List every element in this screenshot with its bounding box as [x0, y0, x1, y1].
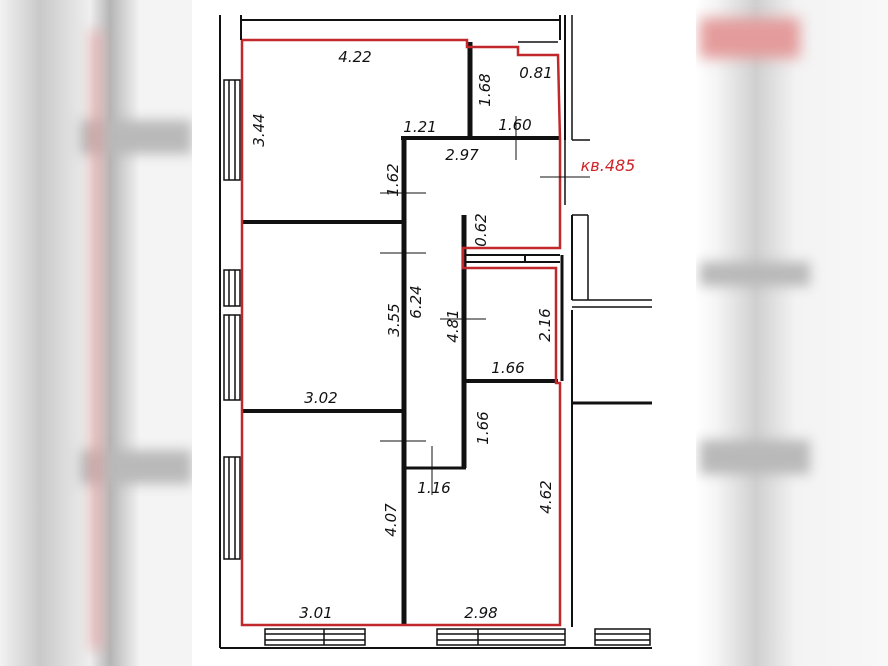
dim-bottom-right-height: 4.62	[537, 480, 555, 513]
dim-corridor-inner: 4.81	[444, 309, 462, 342]
dim-bath-top-height: 1.68	[476, 73, 494, 106]
dim-bottom-right-width: 2.98	[464, 604, 497, 622]
dim-mid-room-width: 3.02	[304, 389, 337, 407]
dim-bath-width: 1.66	[491, 359, 524, 377]
window-left-1	[223, 79, 241, 181]
exterior-walls	[219, 15, 652, 649]
dim-top-room-height: 3.44	[250, 113, 268, 146]
window-bottom-2	[436, 628, 566, 646]
blurred-background-right	[696, 0, 888, 666]
dim-bottom-left-height: 4.07	[382, 503, 400, 537]
dim-bath-height: 2.16	[536, 308, 554, 341]
blurred-wall	[700, 440, 810, 474]
floor-plan-sheet	[192, 0, 696, 666]
dim-corridor-lower: 1.66	[474, 411, 492, 444]
blurred-wall	[700, 262, 810, 286]
dim-top-room-step: 1.21	[403, 118, 436, 136]
window-bottom-1	[264, 628, 366, 646]
window-bottom-3	[594, 628, 651, 646]
dim-corridor-end-width: 1.16	[417, 479, 450, 497]
dim-hall-left-height: 1.62	[384, 163, 402, 196]
blurred-outline	[92, 30, 100, 650]
windows	[223, 79, 651, 646]
window-left-3	[223, 314, 241, 401]
apartment-number-label: кв.485	[581, 156, 636, 175]
interior-walls	[243, 41, 564, 626]
blurred-apartment-label	[700, 18, 800, 58]
window-left-2	[223, 269, 241, 307]
dim-corridor-length: 6.24	[407, 285, 425, 318]
dim-hall-width: 2.97	[445, 146, 479, 164]
dim-hall-right-height: 0.62	[472, 213, 490, 246]
dim-bath-top-width: 1.60	[498, 116, 531, 134]
dim-bath-top-notch: 0.81	[519, 64, 552, 82]
dimension-ticks	[380, 116, 590, 495]
dim-mid-room-height: 3.55	[385, 303, 403, 336]
window-left-4	[223, 456, 241, 560]
dim-top-room-width: 4.22	[338, 48, 371, 66]
apartment-outline	[240, 38, 562, 627]
dim-bottom-left-width: 3.01	[299, 604, 332, 622]
